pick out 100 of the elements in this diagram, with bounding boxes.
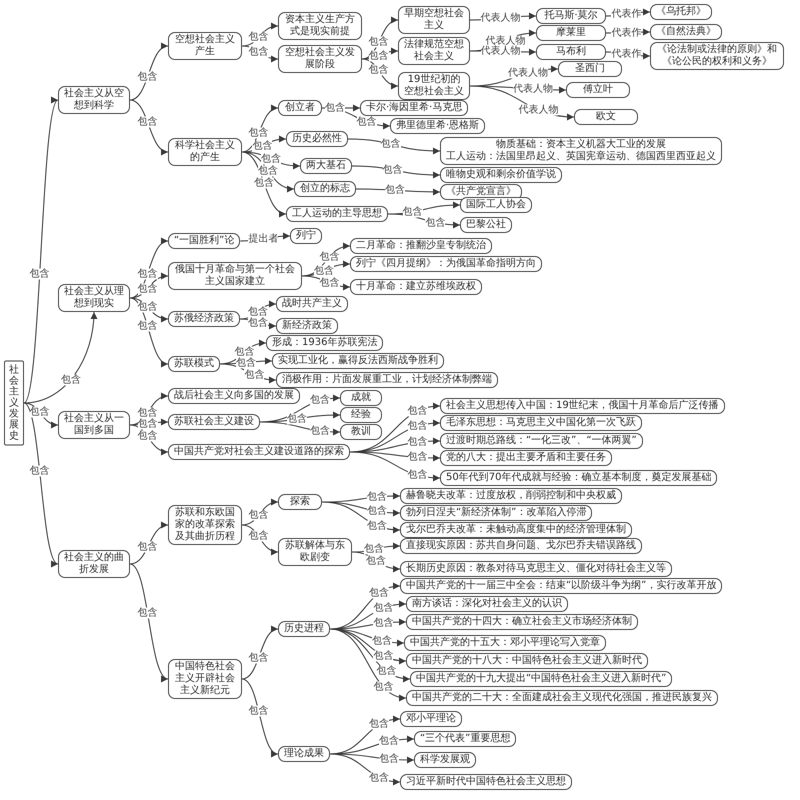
edge-label: 包含: [248, 128, 269, 139]
topic-text: 实现工业化，赢得反法西斯战争胜利: [278, 355, 438, 367]
topic-box: [340, 424, 382, 440]
topic-text: 列宁《四月提纲》：为俄国革命指明方向: [356, 258, 536, 270]
topic-box: [350, 279, 482, 295]
topic-box: [414, 752, 476, 768]
edge-label: 包含: [248, 306, 268, 317]
edge-label: 包含: [138, 72, 158, 83]
topic-text: 社会主义从一国到多国: [64, 413, 124, 437]
topic-text: 摩莱里: [555, 27, 587, 39]
topic-text: 南方谈话：深化对社会主义的认识: [412, 598, 562, 610]
topic-box: [400, 774, 572, 790]
edge-label: 包含: [138, 320, 158, 332]
topic-text: 直接现实原因：苏共自身问题、戈尔巴乔夫错误路线: [406, 540, 636, 552]
topic-text: 党的八大：提出主要矛盾和主要任务: [446, 452, 606, 464]
edge-label: 包含: [138, 268, 158, 280]
topic-text: 历史进程: [284, 623, 324, 635]
topic-text: 傅立叶: [582, 84, 614, 96]
edge-label: 包含: [244, 370, 264, 381]
edge-label: 包含: [379, 736, 400, 747]
edge-label: 包含: [366, 555, 386, 566]
topic-box: [276, 296, 348, 312]
edge-label: 包含: [320, 278, 340, 289]
topic-text: 科学社会主义的产生: [174, 140, 236, 164]
edge-label: 包含: [30, 268, 50, 280]
edge-label: 包含: [376, 666, 396, 677]
edge-label: 包含: [138, 607, 158, 618]
topic-box: [400, 561, 672, 577]
edge-label: 代表人物: [480, 46, 521, 57]
edge-label: 包含: [310, 394, 330, 406]
edge-label: 代表人物: [518, 104, 558, 116]
edge-label: 包含: [138, 116, 158, 128]
topic-text: 两大基石: [306, 160, 346, 172]
topic-box: [168, 505, 242, 545]
topic-text: 《论法制或法律的原则》和《论公民的权利和义务》: [656, 44, 778, 68]
topic-text: 苏联解体与东欧剧变: [284, 540, 346, 564]
topic-text: 科学发展观: [420, 754, 470, 766]
edge-label: 包含: [248, 46, 269, 58]
topic-text: 空想社会主义发展阶段: [284, 47, 356, 71]
edge-label: 包含: [408, 436, 428, 448]
topic-box: [278, 494, 322, 510]
topic-box: [536, 8, 606, 24]
topic-box: [168, 388, 300, 404]
topic-box: [460, 197, 532, 213]
arrow: [242, 678, 278, 755]
edge-label: 代表人物: [513, 84, 554, 95]
edge-label: 包含: [138, 430, 158, 442]
arrow: [242, 106, 278, 152]
topic-text: 法律规范空想社会主义: [404, 39, 464, 63]
arrow: [130, 522, 168, 564]
edge-label: 包含: [138, 418, 158, 430]
topic-box: [276, 318, 338, 334]
topic-text: 理论成果: [284, 748, 324, 760]
topic-text: 列宁: [296, 230, 316, 242]
topic-text: 国际工人协会: [466, 199, 526, 211]
edge-label: 包含: [248, 32, 269, 43]
topic-text: 欧文: [595, 111, 617, 123]
topic-box: [278, 12, 362, 40]
topic-text: 教训: [350, 426, 372, 438]
edge-label: 包含: [236, 357, 256, 368]
topic-text: 毛泽东思想：马克思主义中国化第一次飞跃: [446, 417, 636, 429]
topic-text: 历史必然性: [292, 133, 342, 145]
arrow: [24, 402, 58, 428]
edge-label: 包含: [366, 491, 387, 502]
edge-label: 包含: [425, 217, 446, 228]
topic-box: [536, 44, 606, 60]
edge-label: 包含: [258, 165, 278, 176]
topic-box: [406, 690, 718, 706]
topic-text: 社会主义思想传入中国：19世纪末，俄国十月革命后广泛传播: [446, 400, 719, 412]
edge-label: 包含: [382, 164, 403, 176]
topic-box: [350, 256, 542, 272]
edge-label: 包含: [138, 283, 158, 294]
edge-label: 包含: [254, 178, 274, 188]
topic-box: [440, 167, 562, 183]
topic-box: [300, 158, 352, 174]
topic-text: 中国共产党的二十大：全面建成社会主义现代化强国，推进民族复兴: [412, 692, 712, 704]
edge-label: 包含: [248, 510, 269, 521]
arrow: [130, 44, 168, 100]
topic-box: [294, 181, 356, 197]
topic-box: [536, 25, 606, 41]
edge-label: 包含: [372, 635, 392, 646]
edge-label: 包含: [379, 754, 400, 765]
topic-box: [278, 100, 322, 116]
edge-label: 包含: [261, 154, 281, 164]
topic-box: [278, 746, 330, 762]
topic-box: [400, 711, 462, 727]
arrow: [130, 100, 168, 154]
edge-label: 包含: [408, 420, 428, 432]
topic-box: [58, 550, 130, 578]
topic-box: [168, 32, 242, 60]
topic-box: [272, 353, 444, 369]
edge-label: 包含: [384, 184, 405, 196]
topic-text: 消极作用：片面发展重工业，计划经济体制弊端: [282, 374, 492, 386]
edge-label: 包含: [248, 317, 268, 328]
edge-label: 包含: [320, 251, 340, 262]
topic-text: 社会主义的曲折发展: [64, 552, 124, 576]
topic-box: [278, 621, 330, 637]
topic-box: [566, 82, 630, 98]
topic-text: 唯物史观和剩余价值学说: [446, 169, 556, 181]
topic-box: [266, 335, 384, 351]
